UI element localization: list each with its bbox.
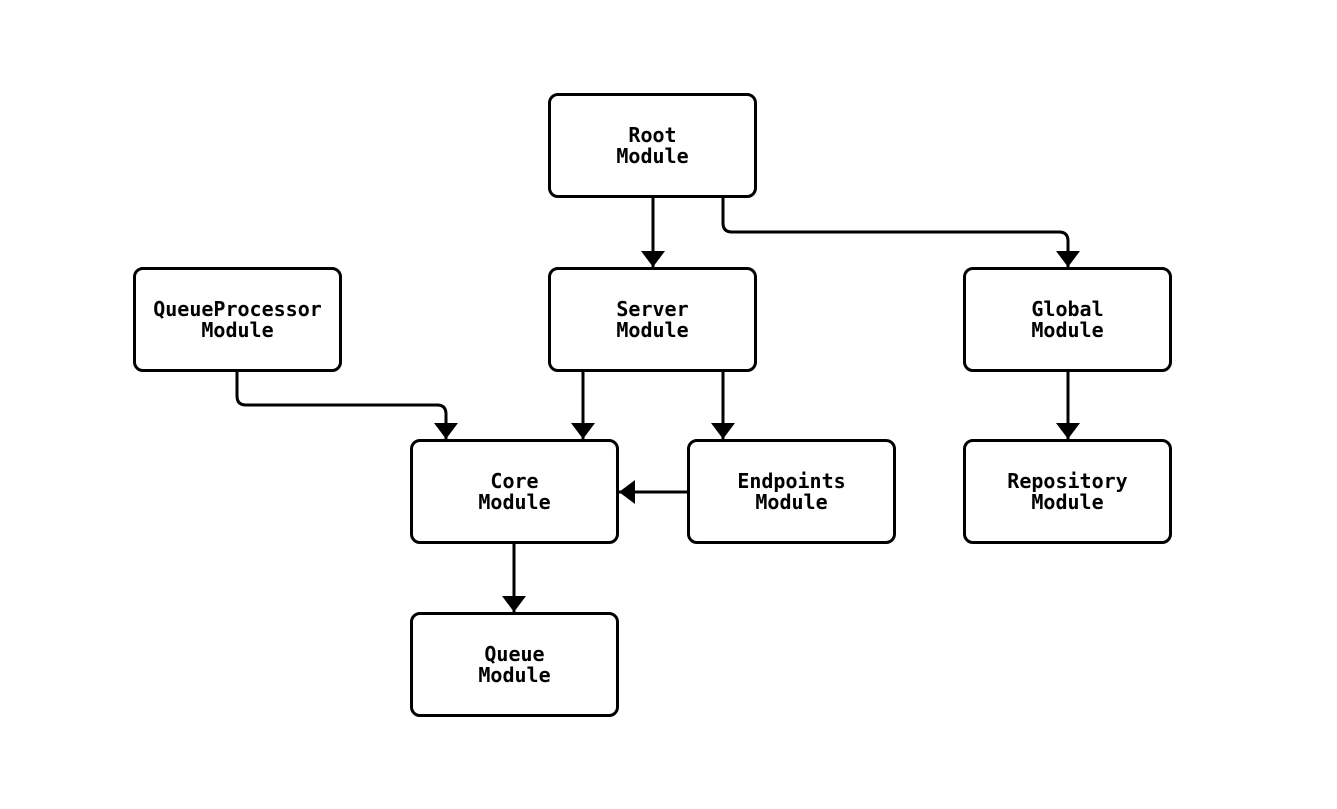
edge-queueprocessor-module-to-core-module (235, 372, 458, 439)
node-label-root-module: Root Module (616, 122, 689, 168)
node-label-server-module: Server Module (616, 296, 689, 342)
node-queueprocessor-module: QueueProcessor Module (133, 267, 342, 372)
node-queue-module: Queue Module (410, 612, 619, 717)
node-label-endpoints-module: Endpoints Module (737, 468, 846, 514)
node-endpoints-module: Endpoints Module (687, 439, 896, 544)
node-label-queueprocessor-module: QueueProcessor Module (153, 296, 322, 342)
node-label-core-module: Core Module (478, 468, 551, 514)
node-label-global-module: Global Module (1031, 296, 1104, 342)
node-label-queue-module: Queue Module (478, 641, 551, 687)
node-server-module: Server Module (548, 267, 757, 372)
node-core-module: Core Module (410, 439, 619, 544)
node-repository-module: Repository Module (963, 439, 1172, 544)
node-root-module: Root Module (548, 93, 757, 198)
edge-root-module-to-global-module (721, 198, 1080, 267)
node-global-module: Global Module (963, 267, 1172, 372)
node-label-repository-module: Repository Module (1007, 468, 1128, 514)
